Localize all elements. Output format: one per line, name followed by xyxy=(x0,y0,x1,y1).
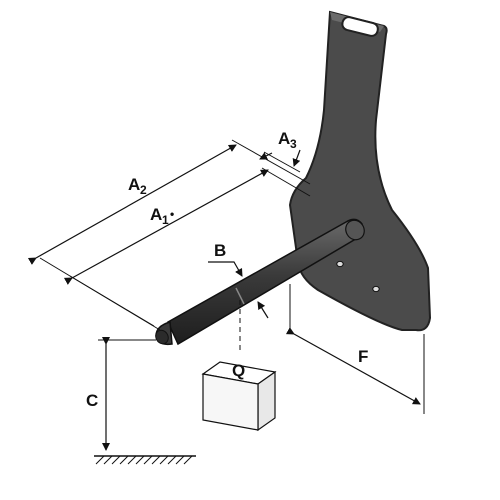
shaft-step-ring xyxy=(235,287,245,305)
label-q: Q xyxy=(232,361,245,380)
label-a2-main: A xyxy=(128,175,140,194)
ground-hatch xyxy=(94,455,196,465)
dimension-b xyxy=(208,261,269,319)
label-a3-main: A xyxy=(278,129,290,148)
label-a3-sub: 3 xyxy=(290,137,297,151)
label-a1-mark: • xyxy=(170,207,174,221)
screw-hole-lower xyxy=(372,285,380,293)
plate-slot xyxy=(341,16,379,37)
label-a2: A 2 xyxy=(128,175,147,197)
dimension-a3 xyxy=(259,149,301,167)
plate-body xyxy=(288,10,432,332)
label-a3: A 3 xyxy=(278,129,297,151)
shaft-tip-face xyxy=(155,329,169,345)
dimension-a1 xyxy=(63,169,269,285)
screw-hole-upper xyxy=(336,260,344,268)
label-c: C xyxy=(86,391,98,410)
mounting-plate xyxy=(288,10,432,332)
shaft-base-end xyxy=(345,219,365,241)
label-b: B xyxy=(214,241,226,260)
dimension-f xyxy=(285,327,421,405)
load-box xyxy=(201,361,277,432)
label-a1-main: A xyxy=(150,205,162,224)
label-a2-sub: 2 xyxy=(140,183,147,197)
label-f: F xyxy=(358,347,368,366)
label-a1: A 1 • xyxy=(150,205,174,227)
dimension-a2 xyxy=(27,144,237,265)
label-a1-sub: 1 xyxy=(162,213,169,227)
